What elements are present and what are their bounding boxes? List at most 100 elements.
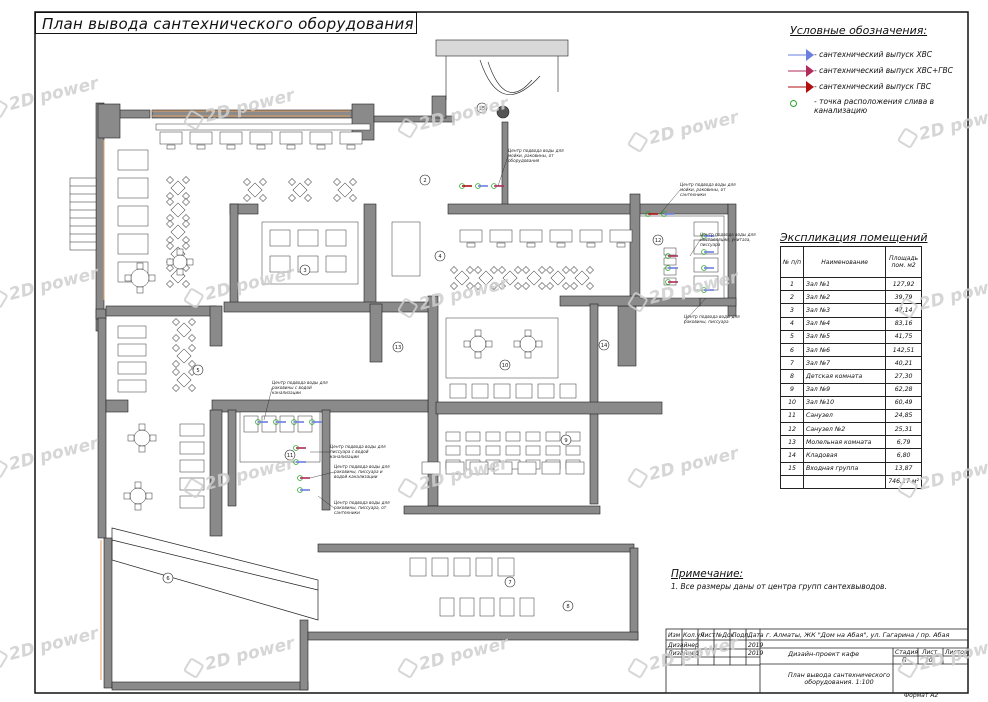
chair <box>182 236 190 244</box>
round-table <box>123 481 153 511</box>
table <box>297 229 319 247</box>
room-number-label: 7 <box>508 580 511 586</box>
sheet-frame <box>34 11 969 694</box>
chair <box>243 178 251 186</box>
cell-name: Зал №7 <box>803 356 887 371</box>
room-number: 4 <box>434 250 446 262</box>
table <box>459 597 475 617</box>
room-number: 15 <box>476 102 488 114</box>
chair <box>138 423 146 431</box>
chair <box>259 194 267 202</box>
chair <box>166 214 174 222</box>
chair <box>172 318 180 326</box>
cell-number: 11 <box>779 408 805 424</box>
square-table <box>189 131 213 150</box>
table <box>505 445 521 456</box>
callout-leader <box>263 387 273 421</box>
cell-empty <box>779 474 805 490</box>
chair <box>346 144 356 150</box>
outlet <box>293 445 306 451</box>
diamond-table <box>243 178 267 202</box>
square-table <box>249 131 273 150</box>
chair <box>474 329 482 337</box>
table <box>445 445 461 456</box>
chair <box>166 198 174 206</box>
booth <box>117 177 149 199</box>
outlet <box>661 211 674 217</box>
chair <box>134 481 142 489</box>
room-number-circle <box>434 250 446 262</box>
note-text: 1. Все размеры даны от центра групп сант… <box>671 582 887 591</box>
legend-title: Условные обозначения: <box>790 24 928 37</box>
cell-area: 24,85 <box>885 408 922 424</box>
diamond-table <box>474 266 498 290</box>
chair <box>463 340 471 348</box>
outlet <box>273 419 286 425</box>
stamp-col-date: Дата <box>748 632 764 639</box>
stamp-col-list: Лист <box>700 632 716 639</box>
booth <box>117 233 149 255</box>
sheet-format: Формат А2 <box>904 692 939 699</box>
booth <box>117 205 149 227</box>
chair <box>172 334 180 342</box>
cell-name: Детская комната <box>803 369 887 384</box>
table <box>179 459 205 473</box>
cell-number: 9 <box>779 382 805 397</box>
room-number-label: 2 <box>423 178 426 184</box>
chair <box>485 340 493 348</box>
chair <box>450 282 458 290</box>
chair <box>570 282 578 290</box>
table-total-row: 746,17 м² <box>779 474 922 490</box>
stamp-role-2: Дизайнер <box>668 650 699 657</box>
room-number: 11 <box>284 449 296 461</box>
table <box>325 229 347 247</box>
chair <box>562 282 570 290</box>
chair <box>474 282 482 290</box>
round-table <box>513 329 543 359</box>
room-number: 8 <box>562 600 574 612</box>
stamp-col-doc: №Док <box>716 632 735 639</box>
chair <box>524 351 532 359</box>
ramp <box>111 527 319 621</box>
chair <box>226 144 236 150</box>
table <box>485 445 501 456</box>
callout-leader <box>683 297 707 323</box>
room-number-circle <box>499 359 511 371</box>
table <box>445 431 461 442</box>
toilet-stall <box>243 415 259 433</box>
cell-name: Зал №6 <box>803 342 887 358</box>
table <box>475 557 493 577</box>
cell-name: Входная группа <box>803 461 887 476</box>
cell-number: 15 <box>779 461 805 476</box>
chair <box>526 242 536 248</box>
stamp-sheet-no: 10 <box>925 657 933 664</box>
col-area: Площадь пом. м2 <box>885 246 922 278</box>
cell-empty <box>803 474 887 490</box>
square-table <box>459 229 483 248</box>
room-number-label: 6 <box>166 576 169 582</box>
chair <box>538 266 546 274</box>
room-number-label: 4 <box>438 254 442 260</box>
chair <box>570 266 578 274</box>
cell-number: 2 <box>779 290 805 305</box>
cell-number: 3 <box>779 303 805 318</box>
diamond-table <box>450 266 474 290</box>
diamond-table <box>166 198 190 222</box>
chair <box>182 176 190 184</box>
chair <box>466 242 476 248</box>
chair <box>538 282 546 290</box>
note: Примечание: 1. Все размеры даны от центр… <box>671 568 887 591</box>
room-number-label: 14 <box>601 343 608 349</box>
cell-number: 4 <box>779 316 805 331</box>
cell-area: 41,75 <box>885 329 922 344</box>
washbasin <box>663 247 677 256</box>
chair <box>188 318 196 326</box>
chair <box>166 242 174 250</box>
